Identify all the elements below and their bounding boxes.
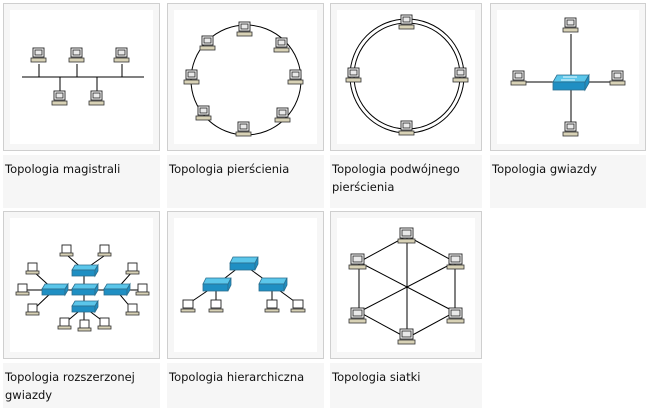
switch-icon (71, 263, 99, 278)
thumbnail-caption: Topologia magistrali (3, 155, 160, 208)
bus-topology-diagram-icon (22, 47, 144, 106)
switch-icon (202, 277, 232, 292)
thumbnail-frame[interactable] (3, 3, 160, 151)
thumbnail-caption: Topologia podwójnego pierścienia (330, 155, 482, 208)
thumbnail-caption: Topologia siatki (330, 363, 482, 408)
gallery-item-hierarchical[interactable]: Topologia hierarchiczna (167, 211, 324, 408)
thumbnail-caption: Topologia rozszerzonej gwiazdy (3, 363, 160, 408)
gallery-item-dual-ring[interactable]: Topologia podwójnego pierścienia (330, 3, 482, 208)
thumbnail-frame[interactable] (167, 211, 324, 359)
hierarchical-topology-diagram-icon (180, 256, 306, 313)
thumbnail-frame[interactable] (330, 3, 482, 151)
thumbnail-caption: Topologia pierścienia (167, 155, 324, 208)
star-topology-diagram-icon (510, 17, 626, 137)
switch-icon (71, 282, 99, 297)
extended-star-topology-diagram-icon (15, 244, 150, 332)
thumbnail-caption: Topologia gwiazdy (490, 155, 646, 208)
switch-icon (258, 277, 288, 292)
gallery-item-mesh[interactable]: Topologia siatki (330, 211, 482, 408)
gallery-item-bus[interactable]: Topologia magistrali (3, 3, 160, 208)
thumbnail-frame[interactable] (490, 3, 646, 151)
ring-topology-diagram-icon (183, 21, 304, 137)
thumbnail-frame[interactable] (167, 3, 324, 151)
switch-icon (552, 73, 590, 92)
switch-icon (71, 299, 99, 314)
mesh-topology-diagram-icon (348, 227, 465, 345)
dual-ring-topology-diagram-icon (345, 14, 469, 136)
thumbnail-frame[interactable] (330, 211, 482, 359)
gallery-item-extended-star[interactable]: Topologia rozszerzonej gwiazdy (3, 211, 160, 408)
switch-icon (229, 256, 259, 271)
gallery-item-ring[interactable]: Topologia pierścienia (167, 3, 324, 208)
thumbnail-caption: Topologia hierarchiczna (167, 363, 324, 408)
switch-icon (103, 282, 131, 297)
gallery-item-star[interactable]: Topologia gwiazdy (490, 3, 646, 208)
switch-icon (41, 282, 69, 297)
thumbnail-frame[interactable] (3, 211, 160, 359)
